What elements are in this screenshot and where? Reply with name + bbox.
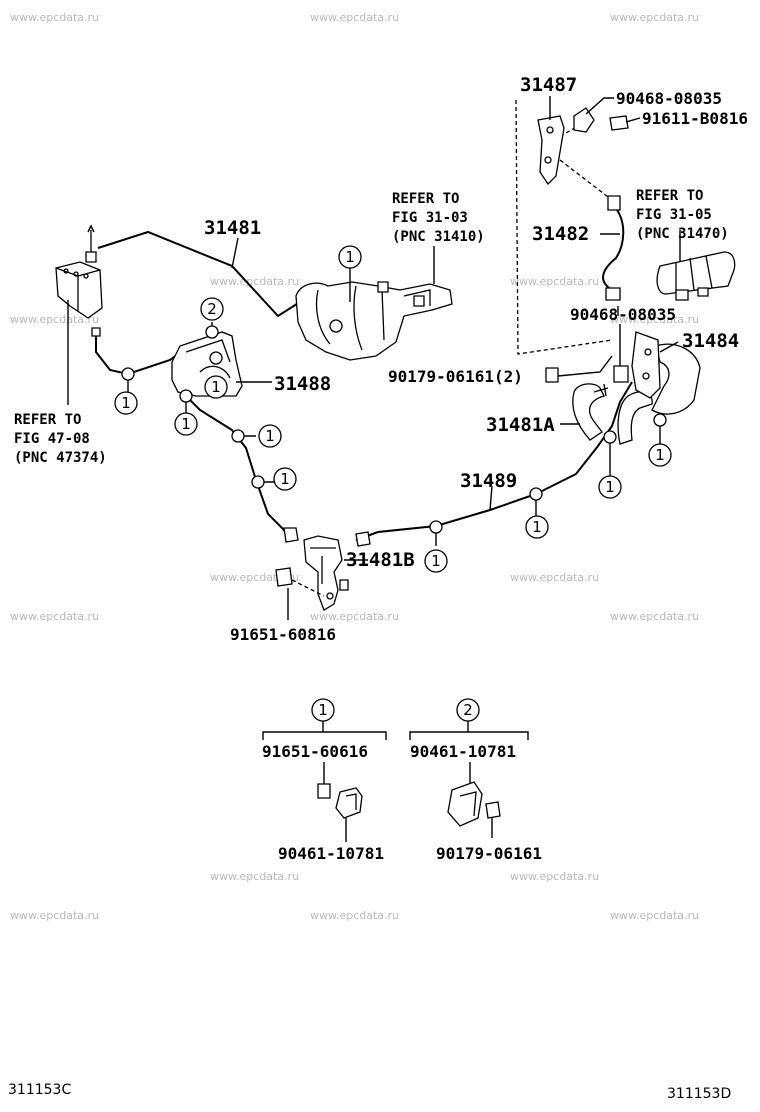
refer-line: (PNC 31470) bbox=[636, 226, 729, 242]
watermark: www.epcdata.ru bbox=[210, 275, 299, 288]
bracket-31487-part bbox=[537, 115, 565, 186]
part-label-31489: 31489 bbox=[460, 470, 517, 492]
legend-part-bottom: 90179-06161 bbox=[436, 844, 542, 863]
leader-line bbox=[489, 485, 493, 511]
watermark: www.epcdata.ru bbox=[10, 313, 99, 326]
dashed-guide bbox=[291, 579, 325, 597]
flare-nut-icon bbox=[607, 195, 621, 211]
callout-number: 1 bbox=[605, 478, 615, 496]
legend-part-top: 91651-60616 bbox=[262, 742, 368, 761]
bolt-icon bbox=[485, 801, 501, 819]
callout-marker: 1 1 1 1 1 2 1 1 1 1 1 bbox=[114, 245, 672, 573]
callout-number: 1 bbox=[280, 470, 290, 488]
watermark: www.epcdata.ru bbox=[210, 870, 299, 883]
junction-block-part bbox=[55, 224, 103, 337]
refer-fig-31-03: REFER TO FIG 31-03 (PNC 31410) bbox=[392, 191, 485, 245]
refer-line: REFER TO bbox=[636, 188, 703, 204]
leader-line bbox=[585, 97, 614, 115]
leader-line bbox=[659, 341, 679, 353]
part-label-31487: 31487 bbox=[520, 74, 577, 96]
refer-line: FIG 31-03 bbox=[392, 210, 468, 226]
clamp-icon bbox=[335, 787, 363, 819]
part-label-31481b: 31481B bbox=[346, 549, 415, 571]
refer-fig-47-08: REFER TO FIG 47-08 (PNC 47374) bbox=[14, 412, 107, 466]
part-label-90468-08035-top: 90468-08035 bbox=[616, 89, 722, 108]
bolt-90179-icon bbox=[545, 367, 559, 383]
callout-number: 1 bbox=[431, 552, 441, 570]
drawing: 1 1 1 1 1 2 1 1 1 1 1 31481 31487 90468-… bbox=[14, 74, 748, 644]
legend-set-2: 2 90461-10781 90179-06161 bbox=[409, 698, 542, 863]
watermark: www.epcdata.ru bbox=[10, 11, 99, 24]
callout-number: 1 bbox=[655, 446, 665, 464]
refer-line: REFER TO bbox=[392, 191, 459, 207]
watermark: www.epcdata.ru bbox=[510, 571, 599, 584]
refer-line: REFER TO bbox=[14, 412, 81, 428]
watermark: www.epcdata.ru bbox=[610, 610, 699, 623]
watermark: www.epcdata.ru bbox=[310, 909, 399, 922]
part-label-91611-b0816: 91611-B0816 bbox=[642, 109, 748, 128]
part-label-91651-60816: 91651-60816 bbox=[230, 625, 336, 644]
part-label-31484: 31484 bbox=[682, 330, 739, 352]
three-way-joint-31481b-part bbox=[303, 535, 349, 611]
refer-line: (PNC 47374) bbox=[14, 450, 107, 466]
callout-number: 2 bbox=[207, 300, 217, 318]
refer-line: FIG 47-08 bbox=[14, 431, 90, 447]
leader-line bbox=[625, 117, 641, 123]
watermark: www.epcdata.ru bbox=[510, 275, 599, 288]
bracket-31484-part bbox=[631, 331, 661, 399]
leader-line bbox=[557, 355, 613, 377]
watermark: www.epcdata.ru bbox=[610, 909, 699, 922]
valve-31470-part bbox=[656, 251, 736, 301]
bolt-91611-icon bbox=[609, 115, 629, 131]
bolt-icon bbox=[317, 783, 331, 799]
part-label-31481: 31481 bbox=[204, 217, 261, 239]
watermark: www.epcdata.ru bbox=[510, 870, 599, 883]
legend-part-bottom: 90461-10781 bbox=[278, 844, 384, 863]
callout-number: 1 bbox=[265, 427, 275, 445]
leader-line bbox=[127, 380, 661, 546]
brake-tube-31482 bbox=[602, 205, 625, 291]
part-label-31488: 31488 bbox=[274, 373, 331, 395]
watermark: www.epcdata.ru bbox=[610, 11, 699, 24]
callout-number: 1 bbox=[211, 378, 221, 396]
legend-marker: 1 bbox=[318, 701, 328, 719]
figure-code-right: 311153D bbox=[667, 1086, 731, 1102]
figure-code-left: 311153C bbox=[8, 1082, 71, 1098]
callout-number: 1 bbox=[345, 248, 355, 266]
clamp-icon bbox=[447, 781, 483, 827]
callout-number: 1 bbox=[121, 394, 131, 412]
clip-90468-icon bbox=[573, 107, 595, 133]
part-label-90468-08035-mid: 90468-08035 bbox=[570, 305, 676, 324]
leader-line bbox=[231, 237, 239, 269]
watermark-layer: www.epcdata.ru www.epcdata.ru www.epcdat… bbox=[10, 11, 699, 922]
part-label-90179-06161: 90179-06161(2) bbox=[388, 367, 523, 386]
brake-line-31489 bbox=[185, 381, 633, 541]
part-label-31482: 31482 bbox=[532, 223, 589, 245]
bolt-91651-icon bbox=[275, 567, 293, 587]
dashed-boundary bbox=[515, 99, 613, 355]
watermark: www.epcdata.ru bbox=[310, 11, 399, 24]
refer-line: FIG 31-05 bbox=[636, 207, 712, 223]
part-label-31481a: 31481A bbox=[486, 414, 555, 436]
watermark: www.epcdata.ru bbox=[10, 610, 99, 623]
refer-line: (PNC 31410) bbox=[392, 229, 485, 245]
legend-marker: 2 bbox=[463, 701, 473, 719]
callout-number: 1 bbox=[532, 518, 542, 536]
callout-number: 1 bbox=[181, 415, 191, 433]
flare-nut-icon bbox=[605, 287, 621, 301]
legend-set-1: 1 91651-60616 90461-10781 bbox=[262, 698, 387, 863]
legend-part-top: 90461-10781 bbox=[410, 742, 516, 761]
watermark: www.epcdata.ru bbox=[10, 909, 99, 922]
master-cylinder-part bbox=[295, 281, 453, 361]
watermark: www.epcdata.ru bbox=[610, 313, 699, 326]
refer-fig-31-05: REFER TO FIG 31-05 (PNC 31470) bbox=[636, 188, 729, 242]
clip-90468-icon bbox=[613, 365, 629, 383]
flexible-hose-31481a-part bbox=[572, 343, 701, 445]
watermark: www.epcdata.ru bbox=[310, 610, 399, 623]
flare-nut-icon bbox=[283, 527, 371, 547]
